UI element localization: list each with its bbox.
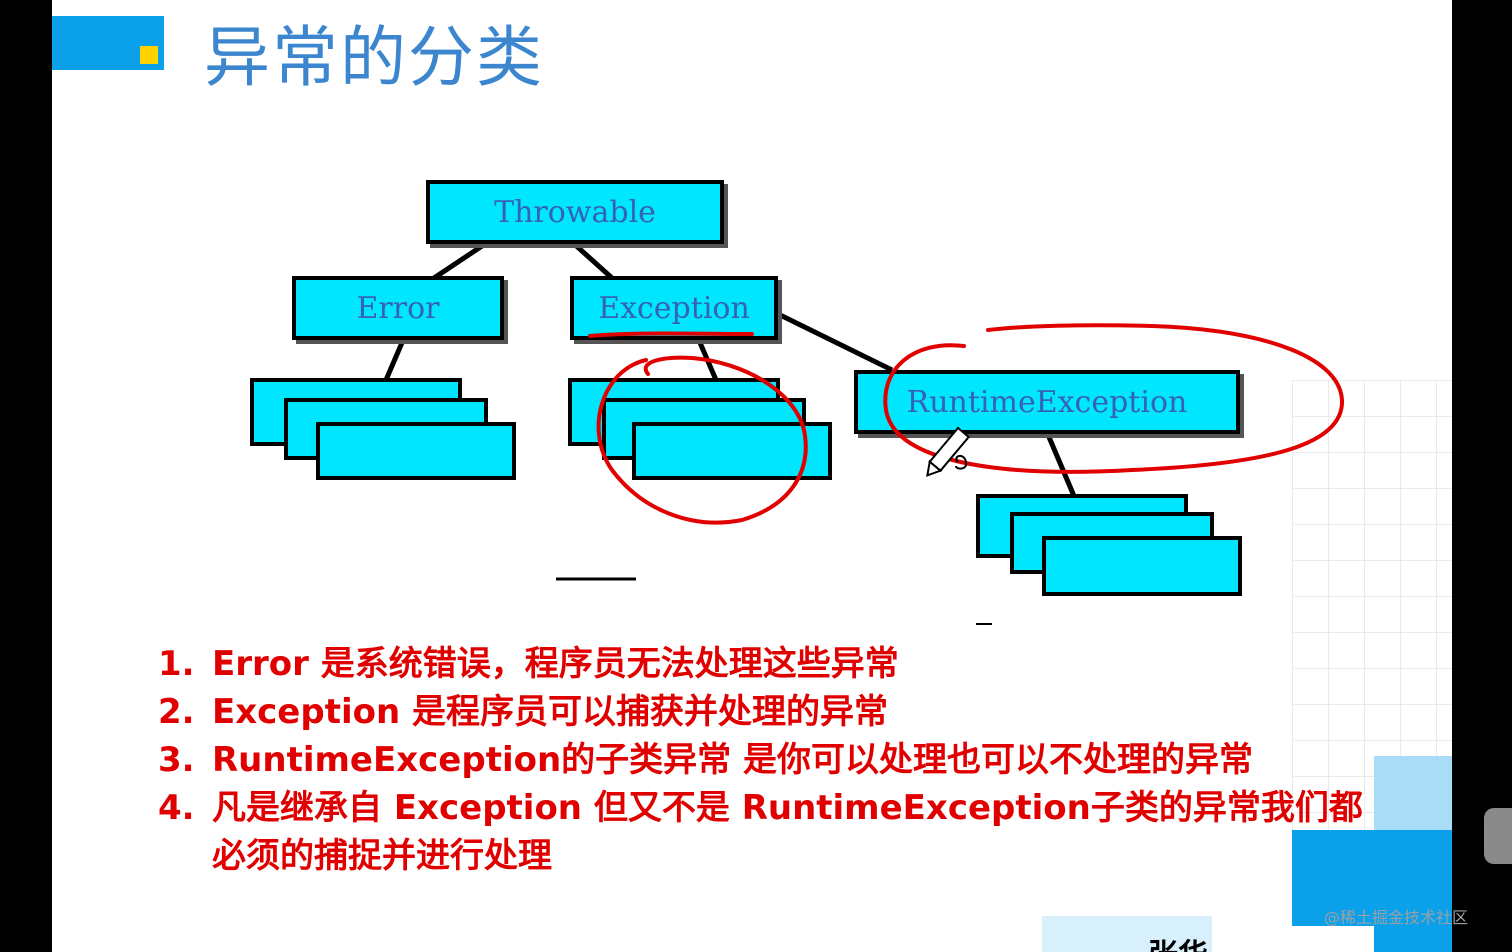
watermark: @稀土掘金技术社区 [1324, 908, 1469, 927]
note-item: 4. 凡是继承自 Exception 但又不是 RuntimeException… [158, 784, 1372, 880]
slide-title: 异常的分类 [204, 19, 544, 96]
pen-cursor-icon [926, 426, 971, 477]
note-text: Error 是系统错误，程序员无法处理这些异常 [212, 644, 899, 684]
hand-annotations [588, 323, 1345, 525]
node-runtime-exception: RuntimeException [854, 370, 1240, 434]
line-runtime-subclasses [1043, 429, 1077, 497]
slide: 异常的分类 Throwable Error Exception RuntimeE… [52, 0, 1452, 952]
circle-runtime-exception-annotation [883, 323, 1345, 474]
side-handle-button[interactable] [1484, 808, 1512, 864]
note-number: 3. [158, 740, 195, 780]
exception-subclass-box [632, 422, 832, 480]
note-text: Exception 是程序员可以捕获并处理的异常 [212, 692, 889, 732]
node-throwable: Throwable [426, 180, 724, 244]
node-exception: Exception [570, 276, 778, 340]
note-text: RuntimeException的子类异常 是你可以处理也可以不处理的异常 [212, 740, 1253, 780]
title-accent-square [140, 46, 158, 64]
note-text: 凡是继承自 Exception 但又不是 RuntimeException子类的… [212, 788, 1363, 876]
line-error-subclasses [383, 337, 407, 381]
note-item: 1. Error 是系统错误，程序员无法处理这些异常 [158, 640, 1372, 688]
line-throwable-exception [570, 240, 614, 280]
note-number: 2. [158, 692, 195, 732]
note-item: 3. RuntimeException的子类异常 是你可以处理也可以不处理的异常 [158, 736, 1372, 784]
bottom-partial-text: 张华 [1148, 930, 1208, 952]
circle-exception-subclasses-annotation [596, 355, 808, 525]
runtime-subclass-box [1042, 536, 1242, 596]
notes-list: 1. Error 是系统错误，程序员无法处理这些异常 2. Exception … [158, 640, 1372, 880]
error-subclass-box [316, 422, 516, 480]
decor-block-blue [1374, 830, 1452, 952]
note-number: 1. [158, 644, 195, 684]
underline-exception-annotation [588, 331, 754, 338]
decor-block-bottom [1042, 916, 1212, 952]
note-number: 4. [158, 788, 195, 828]
note-item: 2. Exception 是程序员可以捕获并处理的异常 [158, 688, 1372, 736]
node-error: Error [292, 276, 504, 340]
line-exception-runtime [772, 309, 894, 373]
decor-block-blue-2 [1292, 830, 1374, 926]
line-throwable-error [432, 239, 490, 281]
